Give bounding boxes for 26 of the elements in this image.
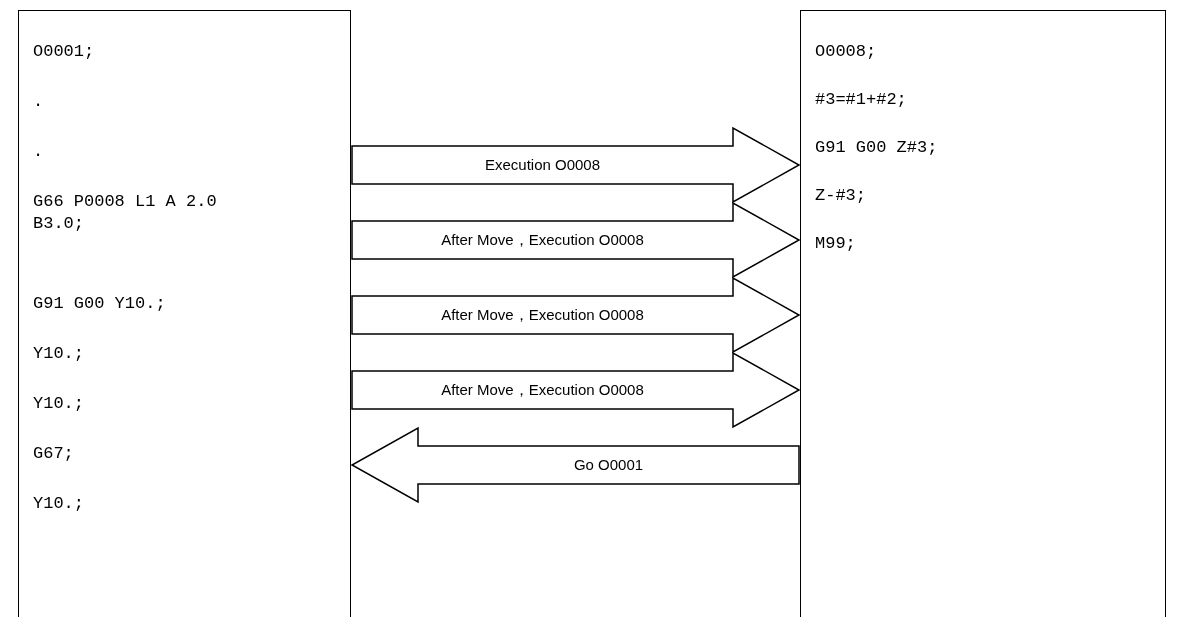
edge-label: After Move，Execution O0008 <box>441 231 644 249</box>
code-line: G66 P0008 L1 A 2.0 B3.0; <box>33 191 218 235</box>
code-line: #3=#1+#2; <box>815 89 908 111</box>
code-line: . <box>33 141 45 163</box>
code-line: G67; <box>33 443 75 465</box>
code-line: G91 G00 Z#3; <box>815 137 939 159</box>
code-line: O0008; <box>815 41 878 63</box>
edge-label: Execution O0008 <box>484 156 601 174</box>
edge-label: After Move，Execution O0008 <box>441 306 644 324</box>
edge-label: After Move，Execution O0008 <box>441 381 644 399</box>
code-line: Y10.; <box>33 493 85 515</box>
code-line: O0001; <box>33 41 96 63</box>
block-arrow <box>351 126 801 204</box>
code-line: G91 G00 Y10.; <box>33 293 167 315</box>
block-arrow <box>351 276 801 354</box>
code-listing-panel <box>800 10 1166 617</box>
block-arrow <box>351 201 801 279</box>
code-line: . <box>33 91 45 113</box>
code-line: M99; <box>815 233 857 255</box>
block-arrow <box>350 426 800 504</box>
code-line: Y10.; <box>33 393 85 415</box>
edge-label: Go O0001 <box>573 456 644 474</box>
code-line: Z-#3; <box>815 185 867 207</box>
code-listing-panel <box>18 10 351 617</box>
code-line: Y10.; <box>33 343 85 365</box>
block-arrow <box>351 351 801 429</box>
